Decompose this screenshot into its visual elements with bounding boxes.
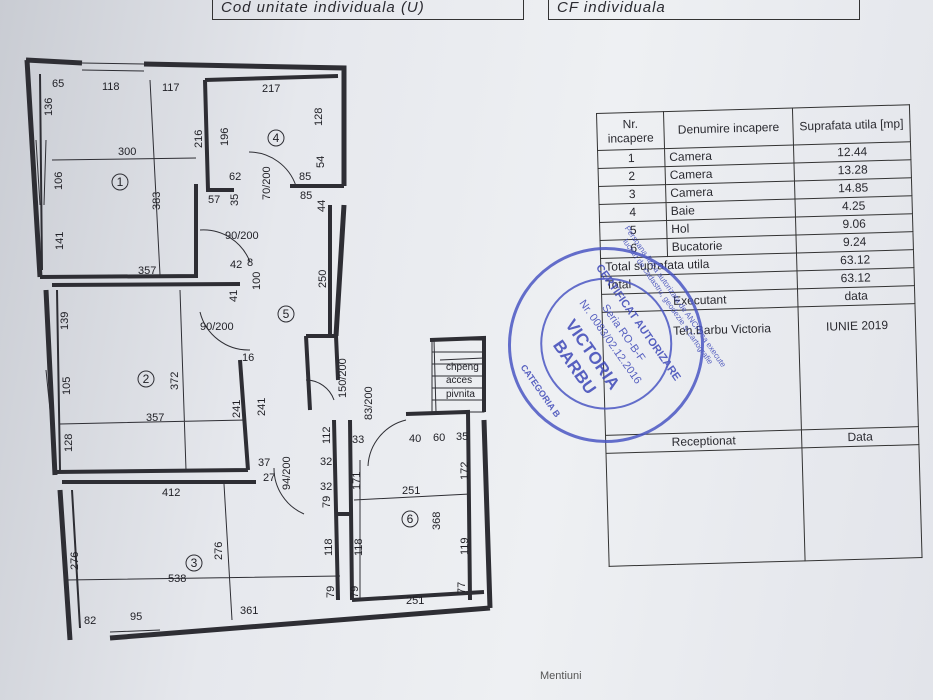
svg-text:216: 216 [193, 130, 205, 148]
svg-text:196: 196 [219, 128, 231, 146]
footer-mentiuni: Mentiuni [540, 670, 582, 682]
svg-text:54: 54 [315, 156, 327, 168]
header-cf: CF individuala [548, 0, 860, 20]
svg-text:538: 538 [168, 573, 186, 585]
svg-text:139: 139 [59, 312, 71, 330]
svg-text:372: 372 [169, 372, 181, 390]
svg-text:171: 171 [351, 472, 363, 490]
svg-text:251: 251 [402, 485, 420, 497]
svg-text:94/200: 94/200 [281, 456, 293, 490]
svg-text:35: 35 [229, 194, 241, 206]
svg-text:357: 357 [146, 412, 164, 424]
svg-text:27: 27 [263, 472, 275, 484]
svg-text:4: 4 [273, 131, 280, 145]
svg-text:368: 368 [431, 512, 443, 530]
svg-text:105: 105 [61, 377, 73, 395]
svg-text:172: 172 [459, 462, 471, 480]
svg-text:40: 40 [409, 433, 421, 445]
svg-text:95: 95 [130, 611, 142, 623]
svg-text:150/200: 150/200 [337, 358, 349, 398]
svg-text:35: 35 [456, 431, 468, 443]
svg-text:1: 1 [117, 175, 124, 189]
receptionat-row [606, 444, 923, 567]
svg-text:85: 85 [299, 171, 311, 183]
svg-text:383: 383 [151, 192, 163, 210]
svg-text:117: 117 [162, 82, 180, 94]
svg-text:32: 32 [320, 456, 332, 468]
header-nr: Nr. incapere [596, 111, 665, 151]
header-denumire: Denumire incapere [663, 108, 794, 149]
svg-text:118: 118 [323, 538, 335, 556]
svg-text:79: 79 [321, 496, 333, 508]
svg-text:251: 251 [406, 595, 424, 607]
svg-text:136: 136 [43, 98, 55, 116]
svg-text:118: 118 [353, 538, 365, 556]
svg-text:pivnita: pivnita [446, 389, 475, 400]
svg-text:276: 276 [69, 552, 81, 570]
header-suprafata: Suprafata utila [mp] [792, 104, 911, 145]
svg-text:3: 3 [191, 556, 198, 570]
svg-text:217: 217 [262, 83, 280, 95]
svg-text:60: 60 [433, 432, 445, 444]
svg-text:57: 57 [208, 194, 220, 206]
svg-text:chpeng: chpeng [446, 362, 479, 373]
svg-text:119: 119 [459, 537, 471, 555]
svg-text:32: 32 [320, 481, 332, 493]
svg-text:276: 276 [213, 542, 225, 560]
svg-text:37: 37 [258, 457, 270, 469]
svg-text:250: 250 [317, 270, 329, 288]
outer-wall [24, 57, 493, 641]
svg-text:77: 77 [456, 582, 468, 594]
svg-text:33: 33 [352, 434, 364, 446]
svg-text:361: 361 [240, 605, 258, 617]
svg-text:79: 79 [349, 586, 361, 598]
svg-text:41: 41 [228, 290, 240, 302]
svg-text:65: 65 [52, 78, 64, 90]
header-cod-unitate: Cod unitate individuala (U) [212, 0, 524, 20]
svg-text:44: 44 [316, 200, 328, 212]
svg-text:5: 5 [283, 307, 290, 321]
window [35, 62, 161, 633]
svg-text:2: 2 [143, 372, 150, 386]
svg-text:118: 118 [102, 81, 120, 93]
door-arc [199, 151, 407, 515]
svg-text:85: 85 [300, 190, 312, 202]
svg-text:62: 62 [229, 171, 241, 183]
svg-text:100: 100 [251, 272, 263, 290]
svg-text:112: 112 [321, 426, 333, 444]
svg-text:83/200: 83/200 [363, 386, 375, 420]
svg-text:42: 42 [230, 259, 242, 271]
svg-text:128: 128 [313, 108, 325, 126]
svg-text:241: 241 [256, 398, 268, 416]
svg-text:128: 128 [63, 434, 75, 452]
svg-text:82: 82 [84, 615, 96, 627]
svg-text:90/200: 90/200 [225, 230, 259, 242]
svg-text:79: 79 [325, 586, 337, 598]
svg-text:141: 141 [54, 232, 66, 250]
svg-text:241: 241 [231, 400, 243, 418]
svg-text:300: 300 [118, 146, 136, 158]
svg-text:acces: acces [446, 375, 472, 386]
svg-text:16: 16 [242, 352, 254, 364]
svg-text:70/200: 70/200 [261, 166, 273, 200]
svg-text:106: 106 [53, 172, 65, 190]
svg-text:6: 6 [407, 512, 414, 526]
svg-text:8: 8 [247, 257, 253, 269]
svg-text:357: 357 [138, 265, 156, 277]
svg-text:90/200: 90/200 [200, 321, 234, 333]
svg-text:412: 412 [162, 487, 180, 499]
